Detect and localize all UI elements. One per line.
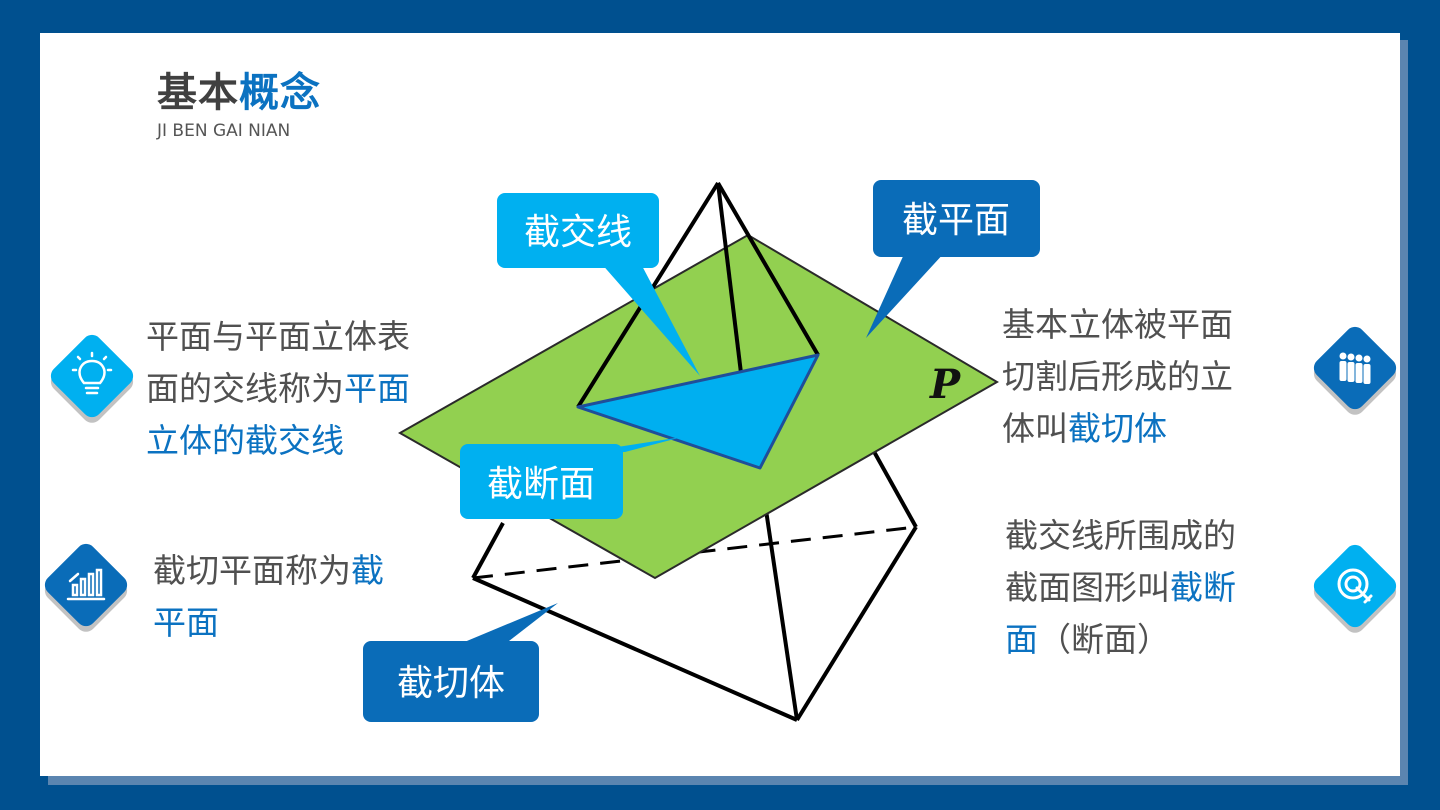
- note-text: 截切平面称为: [153, 551, 351, 590]
- callout-truncated-solid-label: 截切体: [397, 663, 505, 704]
- note-highlight: 平面: [344, 369, 410, 408]
- team-icon: [1313, 326, 1397, 415]
- note-text: 体叫: [1002, 409, 1068, 448]
- callout-box: [497, 193, 659, 268]
- note-line: 截切平面称为截: [153, 545, 384, 597]
- note-highlight: 面: [1005, 620, 1038, 659]
- page-title: 基本概念: [157, 67, 321, 119]
- callout-section-face-label: 截断面: [487, 464, 595, 505]
- note-section-face: 截交线所围成的 截面图形叫截断 面（断面）: [1005, 510, 1236, 666]
- lateral-edge-right-upper: [716, 181, 820, 357]
- note-line: 面（断面）: [1005, 614, 1236, 666]
- note-section-line: 平面与平面立体表 面的交线称为平面 立体的截交线: [146, 311, 410, 467]
- base-edge-front-right: [795, 525, 918, 722]
- callout-box: [873, 180, 1040, 257]
- note-text: （断面）: [1038, 620, 1170, 659]
- plane-label: P: [929, 361, 962, 408]
- note-line: 截面图形叫截断: [1005, 562, 1236, 614]
- title-part-2: 概念: [239, 70, 321, 116]
- note-highlight: 截: [351, 551, 384, 590]
- callout-section-face: 截断面: [460, 437, 682, 519]
- lateral-edge-left-lower: [471, 522, 505, 579]
- note-line: 面的交线称为平面: [146, 363, 410, 415]
- note-line: 基本立体被平面: [1002, 305, 1233, 344]
- note-highlight: 平面: [153, 603, 219, 642]
- note-section-plane: 截切平面称为截 平面: [153, 545, 384, 649]
- callout-box: [363, 641, 539, 722]
- note-highlight: 截断: [1170, 568, 1236, 607]
- callout-intersection-line: 截交线: [497, 193, 700, 376]
- note-truncated-solid: 基本立体被平面 切割后形成的立 体叫截切体: [1002, 299, 1233, 455]
- callout-truncated-solid: 截切体: [363, 603, 558, 722]
- note-line: 切割后形成的立: [1002, 357, 1233, 396]
- note-line: 体叫截切体: [1002, 403, 1233, 455]
- page-subtitle: JI BEN GAI NIAN: [157, 121, 291, 141]
- target-icon: [1313, 544, 1397, 633]
- note-highlight: 立体的截交线: [146, 421, 344, 460]
- callout-section-plane-label: 截平面: [902, 200, 1010, 241]
- note-text: 面的交线称为: [146, 369, 344, 408]
- section-face: [576, 353, 820, 470]
- note-line: 平面与平面立体表: [146, 317, 410, 356]
- callout-pointer: [600, 262, 700, 376]
- callout-box: [460, 444, 623, 519]
- note-highlight: 截切体: [1068, 409, 1167, 448]
- base-edge-hidden: [472, 525, 917, 580]
- callout-section-plane: 截平面: [866, 180, 1040, 338]
- lateral-edge-right-lower: [870, 447, 918, 528]
- base-edge-front-left: [472, 576, 798, 722]
- note-text: 截面图形叫: [1005, 568, 1170, 607]
- note-line: 截交线所围成的: [1005, 516, 1236, 555]
- title-block: 基本概念 JI BEN GAI NIAN: [157, 67, 321, 141]
- callout-pointer: [450, 603, 558, 648]
- lightbulb-icon: [50, 334, 134, 423]
- title-part-1: 基本: [157, 70, 239, 116]
- bar-chart-icon: [44, 543, 128, 632]
- callout-pointer: [866, 252, 945, 338]
- callout-intersection-line-label: 截交线: [524, 212, 632, 253]
- pyramid-lower: [471, 447, 918, 722]
